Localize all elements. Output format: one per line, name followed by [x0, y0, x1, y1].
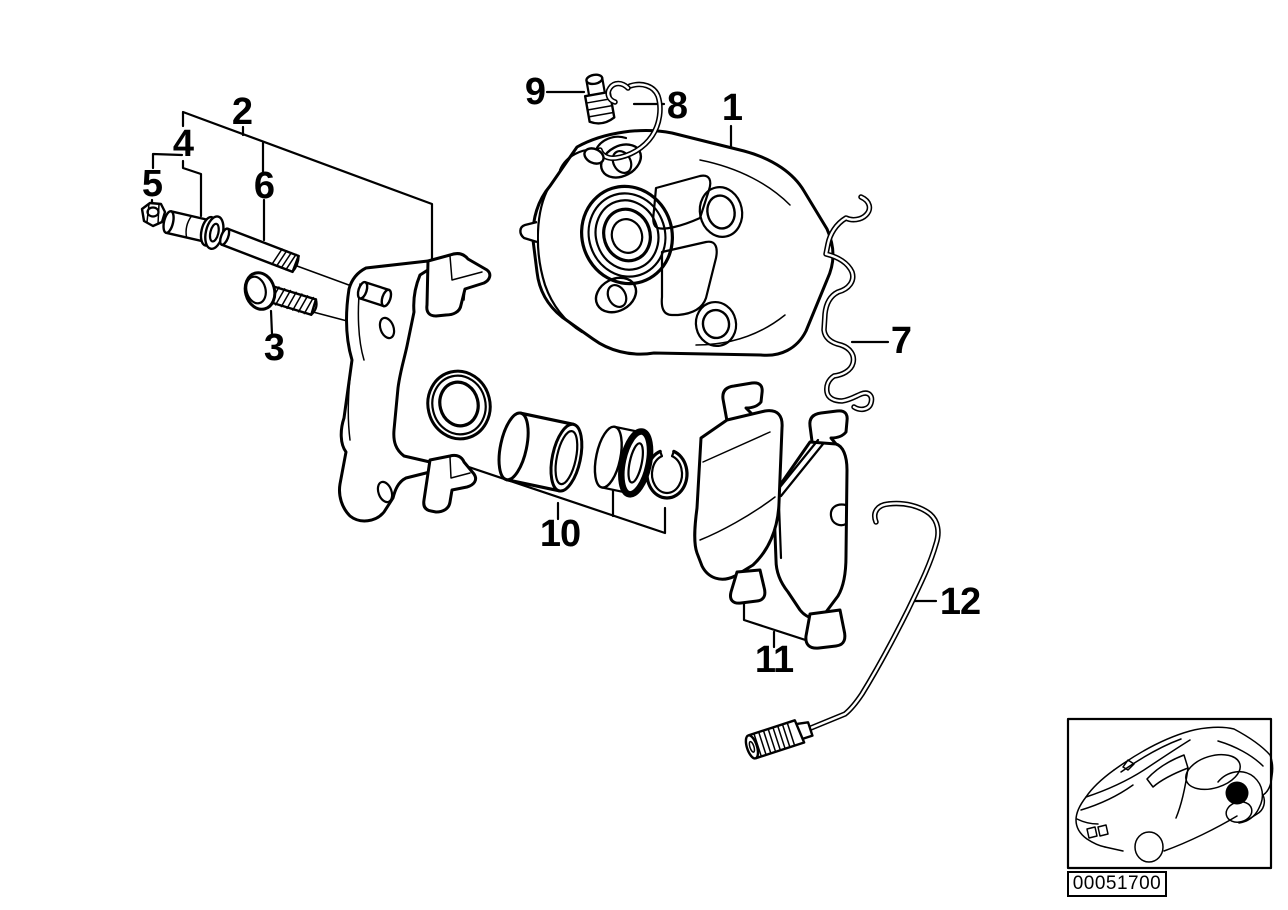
callout-8[interactable]: 8 [666, 85, 688, 127]
pad-sensor-notch [829, 503, 848, 527]
piston-seal-ring [593, 425, 654, 498]
leader-10 [440, 456, 667, 535]
callout-3[interactable]: 3 [263, 327, 285, 369]
callout-6[interactable]: 6 [253, 165, 275, 207]
callout-10[interactable]: 10 [539, 513, 581, 555]
carrier-bolt-hole-top [378, 316, 396, 340]
brake-pad-outer [772, 409, 849, 650]
callout-4[interactable]: 4 [172, 123, 194, 165]
pad-bottom-tab [804, 608, 847, 650]
caliper-cylinder-contour [536, 185, 584, 334]
pad-body [693, 409, 784, 581]
carrier-rail-bottom-notch [449, 456, 471, 479]
callout-7[interactable]: 7 [890, 320, 912, 362]
piston-dust-boot [426, 369, 492, 441]
front-wheel [1134, 831, 1164, 863]
retaining-clip [583, 80, 663, 165]
callout-11[interactable]: 11 [754, 639, 794, 681]
leader-lines [150, 90, 938, 649]
brake-piston [497, 411, 584, 493]
callout-5[interactable]: 5 [141, 163, 163, 205]
callout-9[interactable]: 9 [524, 71, 546, 113]
caliper-carrier-bracket [338, 252, 492, 523]
carrier-rail-bottom [422, 453, 478, 514]
leader-2 [181, 110, 434, 266]
leader-bolt-tip [312, 311, 352, 323]
guide-bolt [243, 271, 318, 316]
pad-bottom-tab [729, 568, 767, 605]
pad-friction-edge [699, 431, 776, 541]
callout-2[interactable]: 2 [231, 91, 253, 133]
guide-pin-sleeve [356, 280, 393, 308]
caliper-window-lower [660, 240, 718, 317]
bleeder-screw [583, 73, 616, 125]
leader-3 [269, 309, 274, 336]
door-line [1175, 767, 1189, 819]
carrier-rail-top-notch [449, 255, 483, 301]
rear-wheel-arch [1217, 770, 1264, 824]
caliper-outline [531, 129, 835, 357]
caliper-guide-boss-top [698, 186, 744, 238]
nut [140, 201, 167, 228]
carrier-plate [338, 259, 433, 523]
headlight-line [1076, 818, 1099, 825]
guide-pin [218, 227, 300, 274]
mirror [1122, 759, 1135, 771]
carrier-bolt-hole-bottom [376, 480, 394, 504]
car-icon [1075, 726, 1274, 863]
front-window [1146, 754, 1189, 788]
callout-12[interactable]: 12 [939, 581, 981, 623]
inset-border [1066, 717, 1273, 870]
caliper-piston-bore [580, 184, 674, 286]
anti-rattle-spring [821, 194, 875, 413]
leader-pin-tip [296, 265, 358, 289]
rear-wheel-location-marker [1225, 781, 1249, 805]
brake-pad-inner [693, 381, 784, 605]
carrier-rail-top [425, 252, 492, 318]
trunk-line [1217, 740, 1264, 767]
brake-pad-wear-sensor [744, 500, 941, 760]
circlip [645, 449, 689, 500]
caliper-fitting-stub [519, 220, 538, 244]
diagram-code-box: 00051700 [1067, 871, 1167, 897]
diagram-code: 00051700 [1072, 873, 1162, 894]
guide-bushing [162, 210, 225, 251]
callout-1[interactable]: 1 [721, 87, 743, 129]
sensor-plug [744, 719, 814, 760]
leader-4 [181, 159, 203, 218]
caliper-guide-boss-bottom [694, 300, 738, 348]
brake-caliper-housing [519, 129, 835, 357]
pad-backplate [772, 440, 849, 620]
leader-6 [261, 141, 266, 242]
grille [1086, 824, 1109, 839]
car-location-inset [1066, 717, 1274, 870]
